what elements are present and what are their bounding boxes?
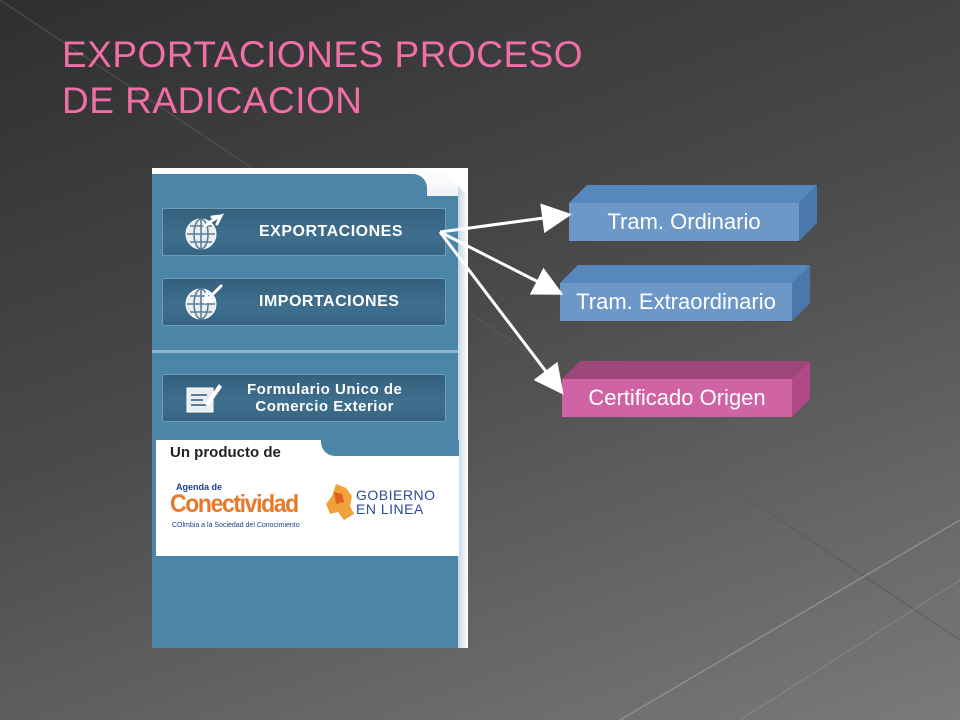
slide-title: EXPORTACIONES PROCESO DE RADICACION	[62, 32, 583, 124]
box-face	[562, 379, 792, 417]
tram-extraordinario-label: Tram. Extraordinario	[576, 289, 776, 314]
agenda-small-text: Agenda de	[176, 482, 223, 492]
certificado-origen-label: Certificado Origen	[588, 385, 766, 410]
gel-line-1: GOBIERNO	[356, 487, 436, 503]
portal-screenshot-panel: EXPORTACIONES IMPORTACIONES Formulario U…	[152, 168, 468, 648]
product-credits: Un producto de Agenda de Conectividad CO…	[156, 440, 459, 556]
gel-text: GOBIERNO EN LINEA	[356, 488, 435, 516]
box-depth	[799, 185, 817, 241]
product-heading: Un producto de	[170, 444, 281, 461]
box-depth	[792, 361, 810, 417]
exportaciones-label: EXPORTACIONES	[259, 223, 403, 240]
panel-divider	[152, 350, 458, 353]
box-top	[560, 265, 810, 283]
exportaciones-button[interactable]: EXPORTACIONES	[162, 208, 446, 256]
form-pen-icon	[177, 374, 229, 422]
importaciones-label: IMPORTACIONES	[259, 293, 400, 310]
agenda-big-text: Conectividad	[170, 490, 299, 518]
globe-arrow-out-icon	[177, 208, 229, 256]
panel-header-cap	[152, 174, 427, 196]
tram-extraordinario-box: Tram. Extraordinario	[560, 265, 810, 321]
formulario-unico-button[interactable]: Formulario Unico de Comercio Exterior	[162, 374, 446, 422]
box-face	[560, 283, 792, 321]
formulario-label: Formulario Unico de Comercio Exterior	[247, 381, 402, 415]
importaciones-button[interactable]: IMPORTACIONES	[162, 278, 446, 326]
title-line-1: EXPORTACIONES PROCESO	[62, 34, 584, 75]
colombia-map-icon	[326, 484, 354, 520]
box-top	[569, 185, 817, 203]
title-line-2: DE RADICACION	[62, 80, 363, 121]
agenda-tagline: COlmbia a la Sociedad del Conocimiento	[172, 522, 300, 529]
gel-line-2: EN LINEA	[356, 501, 424, 517]
panel-right-edge	[442, 168, 468, 648]
box-top	[562, 361, 810, 379]
tram-ordinario-box: Tram. Ordinario	[569, 185, 817, 241]
formulario-line-2: Comercio Exterior	[255, 398, 394, 415]
product-strip	[321, 440, 459, 456]
gobierno-en-linea-logo: GOBIERNO EN LINEA	[322, 478, 452, 528]
tram-ordinario-label: Tram. Ordinario	[607, 209, 761, 234]
box-depth	[792, 265, 810, 321]
formulario-line-1: Formulario Unico de	[247, 381, 403, 398]
globe-arrow-in-icon	[177, 278, 229, 326]
agenda-conectividad-logo: Agenda de Conectividad COlmbia a la Soci…	[168, 470, 318, 530]
box-face	[569, 203, 799, 241]
certificado-origen-box: Certificado Origen	[562, 361, 810, 417]
